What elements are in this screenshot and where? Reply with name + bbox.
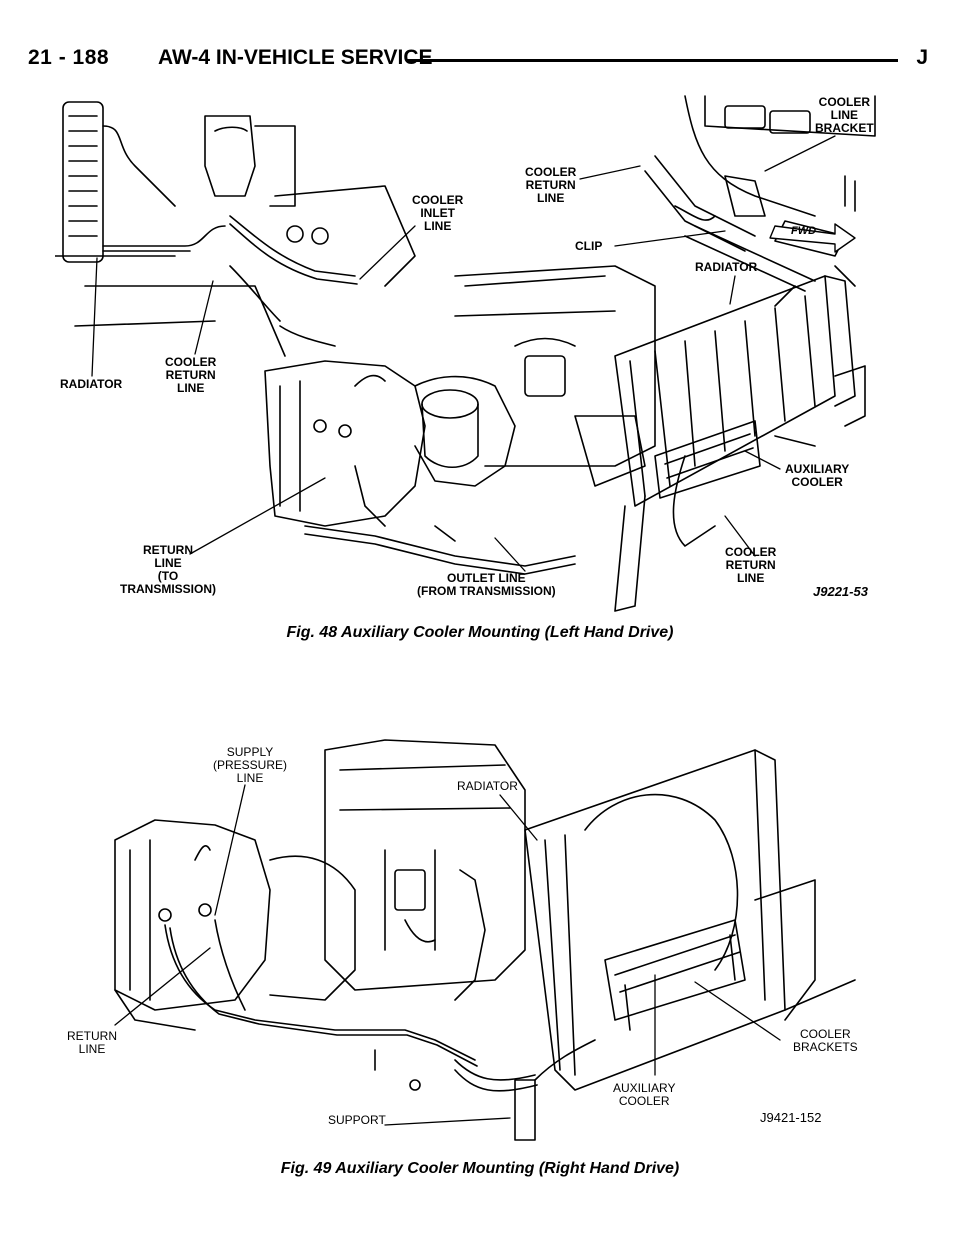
figure-48-drawing: [55, 95, 876, 612]
page-header: 21 - 188 AW-4 IN-VEHICLE SERVICE J: [28, 38, 928, 78]
engine-bay-drawing: [55, 115, 416, 357]
lines-drawing-49: [164, 869, 538, 1092]
label-cooler-inlet-line: COOLER INLET LINE: [412, 193, 464, 233]
figure-49-drawing: [114, 739, 856, 1141]
engine-drawing-49: [324, 739, 526, 991]
label-return-line: RETURN LINE (TO TRANSMISSION): [120, 543, 216, 596]
label-cooler-brackets: COOLER BRACKETS: [793, 1027, 858, 1054]
figure-48-illustration: COOLER LINE BRACKET COOLER RETURN LINE C…: [55, 86, 905, 618]
label-support: SUPPORT: [328, 1113, 386, 1127]
figure-49-illustration: SUPPLY (PRESSURE) LINE RADIATOR RETURN L…: [55, 730, 905, 1148]
left-radiator-drawing: [62, 101, 226, 263]
label-cooler-return-line-top: COOLER RETURN LINE: [525, 165, 577, 205]
label-cooler-return-line-left: COOLER RETURN LINE: [165, 355, 217, 395]
transmission-drawing: [264, 265, 656, 575]
label-radiator: RADIATOR: [457, 779, 518, 793]
radiator-drawing-49: [514, 749, 856, 1141]
label-cooler-return-line-bottom: COOLER RETURN LINE: [725, 545, 777, 585]
label-clip: CLIP: [575, 239, 603, 253]
label-cooler-line-bracket: COOLER LINE BRACKET: [815, 95, 874, 135]
label-radiator-right: RADIATOR: [695, 260, 758, 274]
label-auxiliary-cooler: AUXILIARY COOLER: [613, 1081, 676, 1108]
page-number: 21 - 188: [28, 46, 110, 69]
transmission-drawing-49: [114, 819, 356, 1031]
figure-48-caption: Fig. 48 Auxiliary Cooler Mounting (Left …: [286, 624, 674, 641]
label-outlet-line: OUTLET LINE (FROM TRANSMISSION): [417, 571, 556, 598]
label-return-line: RETURN LINE: [67, 1029, 117, 1056]
label-radiator-left: RADIATOR: [60, 377, 123, 391]
figure-49-leader-lines: [114, 784, 781, 1126]
inset-detail-drawing: [644, 95, 876, 292]
label-auxiliary-cooler: AUXILIARY COOLER: [785, 462, 850, 489]
fwd-arrow-drawing: [769, 223, 856, 253]
header-rule: [406, 59, 898, 62]
label-supply-line: SUPPLY (PRESSURE) LINE: [213, 745, 288, 785]
figure-48-leader-lines: [91, 135, 836, 572]
label-fwd: FWD: [791, 225, 817, 237]
section-title: AW-4 IN-VEHICLE SERVICE: [158, 46, 433, 69]
figure-49-caption: Fig. 49 Auxiliary Cooler Mounting (Right…: [280, 1160, 680, 1177]
header-letter: J: [916, 46, 928, 69]
figure-49-id: J9421-152: [760, 1110, 822, 1125]
right-radiator-drawing: [614, 275, 866, 612]
figure-48-id: J9221-53: [813, 584, 868, 599]
